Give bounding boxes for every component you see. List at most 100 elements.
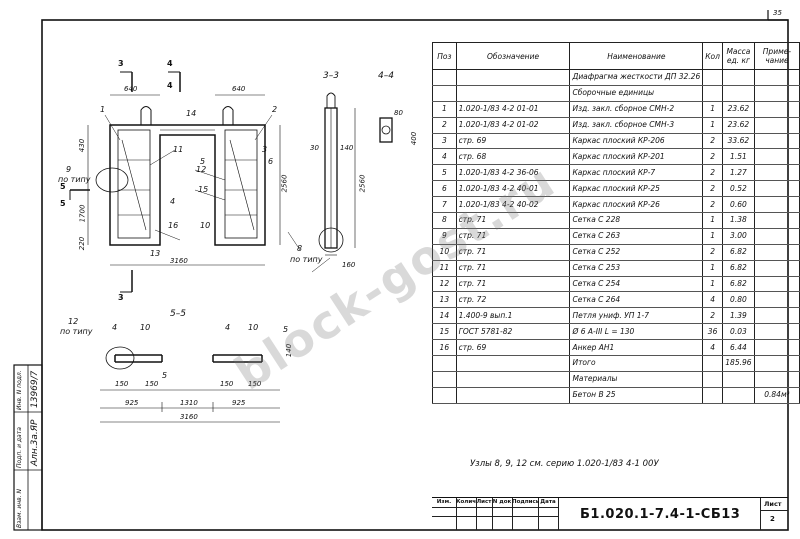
cell-note bbox=[753, 101, 800, 118]
dim-925-left: 925 bbox=[125, 399, 139, 407]
cell-note: 0.84м³ bbox=[753, 387, 800, 404]
cell-mass: 0.52 bbox=[721, 180, 755, 198]
leader-10: 10 bbox=[200, 221, 211, 230]
cell-qty: 2 bbox=[702, 133, 723, 150]
leader-1: 1 bbox=[100, 105, 106, 114]
cell-mass: 1.38 bbox=[721, 212, 755, 229]
cell-mass: 6.82 bbox=[721, 244, 755, 261]
dim-925-right: 925 bbox=[232, 399, 246, 407]
cell-note bbox=[753, 244, 800, 261]
cell-pos: 14 bbox=[432, 307, 457, 325]
cell-pos bbox=[432, 355, 457, 372]
cell-name: Сетка С 264 bbox=[569, 291, 704, 309]
leader-11: 11 bbox=[173, 145, 184, 154]
cell-note bbox=[753, 291, 800, 309]
drawing-note: Узлы 8, 9, 12 см. серию 1.020-1/83 4-1 0… bbox=[470, 459, 659, 469]
dim-150-b: 150 bbox=[145, 380, 159, 388]
cell-qty bbox=[702, 371, 723, 388]
cell-mass: 1.39 bbox=[721, 307, 755, 325]
cell-pos: 4 bbox=[432, 148, 457, 166]
callout-8: 8 bbox=[297, 244, 303, 253]
cell-name: Итого bbox=[569, 355, 704, 372]
section-mark-5-lower: 5 bbox=[60, 199, 66, 208]
cell-designation: стр. 71 bbox=[455, 260, 571, 277]
cell-note bbox=[753, 196, 800, 214]
sheet-number: 2 bbox=[770, 515, 775, 523]
dim-140-a: 140 bbox=[340, 144, 354, 152]
dim-1310: 1310 bbox=[180, 399, 198, 407]
dim-2560-b: 2560 bbox=[358, 174, 367, 193]
leader-2: 2 bbox=[272, 105, 278, 114]
side-label-podp: Подп. и дата bbox=[16, 427, 23, 468]
title-col-list: Лист bbox=[476, 498, 493, 508]
cell-qty: 4 bbox=[702, 291, 723, 309]
cell-name: Сборочные единицы bbox=[569, 85, 704, 102]
leader-16: 16 bbox=[168, 221, 179, 230]
section-mark-4-bottom: 4 bbox=[167, 81, 173, 90]
cell-qty: 2 bbox=[702, 164, 723, 182]
cell-designation bbox=[455, 387, 571, 404]
cell-designation: стр. 69 bbox=[455, 339, 571, 357]
cell-name: Материалы bbox=[569, 371, 704, 388]
leader-13: 13 bbox=[150, 249, 161, 258]
cell-pos: 1 bbox=[432, 101, 457, 118]
side-value-inv: 13969/7 bbox=[30, 370, 40, 408]
cell-mass: 0.80 bbox=[721, 291, 755, 309]
cell-note bbox=[753, 371, 800, 388]
cell-note bbox=[753, 276, 800, 293]
cell-name: Изд. закл. сборное СМН-3 bbox=[569, 117, 704, 134]
cell-note bbox=[753, 180, 800, 198]
side-value-podp: Алн.3а.ЯР bbox=[30, 419, 40, 466]
cell-mass: 6.44 bbox=[721, 339, 755, 357]
cell-mass bbox=[721, 387, 755, 404]
cell-mass: 3.00 bbox=[721, 228, 755, 245]
sheet-label: Лист bbox=[764, 500, 782, 508]
cell-note bbox=[753, 260, 800, 277]
cell-mass: 23.62 bbox=[721, 117, 755, 134]
cell-designation: стр. 72 bbox=[455, 291, 571, 309]
dim-640-right: 640 bbox=[232, 85, 246, 93]
cell-qty: 2 bbox=[702, 180, 723, 198]
cell-mass: 0.03 bbox=[721, 323, 755, 341]
table-row: Сборочные единицы bbox=[432, 85, 800, 102]
cell-name: Сетка С 228 bbox=[569, 212, 704, 229]
cell-qty: 1 bbox=[702, 117, 723, 134]
cell-designation: 1.020-1/83 4-2 01-01 bbox=[455, 101, 571, 118]
table-header-row: Поз Обозначение Наименование Кол Масса е… bbox=[432, 42, 800, 70]
callout-12: 12 bbox=[68, 317, 79, 326]
cell-name: Сетка С 263 bbox=[569, 228, 704, 245]
plan-leader-5: 5 bbox=[162, 371, 168, 380]
cell-name: Бетон В 25 bbox=[569, 387, 704, 404]
cell-name: Каркас плоский КР-25 bbox=[569, 180, 704, 198]
section-mark-4-top: 4 bbox=[167, 59, 173, 68]
dim-220: 220 bbox=[78, 236, 87, 251]
header-mass: Масса ед. кг bbox=[721, 42, 755, 70]
cell-name: Петля униф. УП 1-7 bbox=[569, 307, 704, 325]
cell-qty: 1 bbox=[702, 276, 723, 293]
corner-dimension: 35 bbox=[773, 9, 782, 17]
section-mark-3-bottom: 3 bbox=[118, 293, 124, 302]
header-qty: Кол bbox=[702, 42, 723, 70]
cell-pos bbox=[432, 371, 457, 388]
cell-mass bbox=[721, 85, 755, 102]
cell-note bbox=[753, 164, 800, 182]
cell-qty bbox=[702, 69, 723, 86]
cell-mass: 6.82 bbox=[721, 260, 755, 277]
cell-designation bbox=[455, 371, 571, 388]
cell-note bbox=[753, 133, 800, 150]
header-pos: Поз bbox=[432, 42, 457, 70]
dim-3160: 3160 bbox=[170, 257, 188, 265]
cell-name: Сетка С 252 bbox=[569, 244, 704, 261]
cell-note bbox=[753, 148, 800, 166]
cell-qty: 2 bbox=[702, 307, 723, 325]
leader-6: 6 bbox=[268, 157, 274, 166]
cell-qty bbox=[702, 85, 723, 102]
cell-pos bbox=[432, 387, 457, 404]
